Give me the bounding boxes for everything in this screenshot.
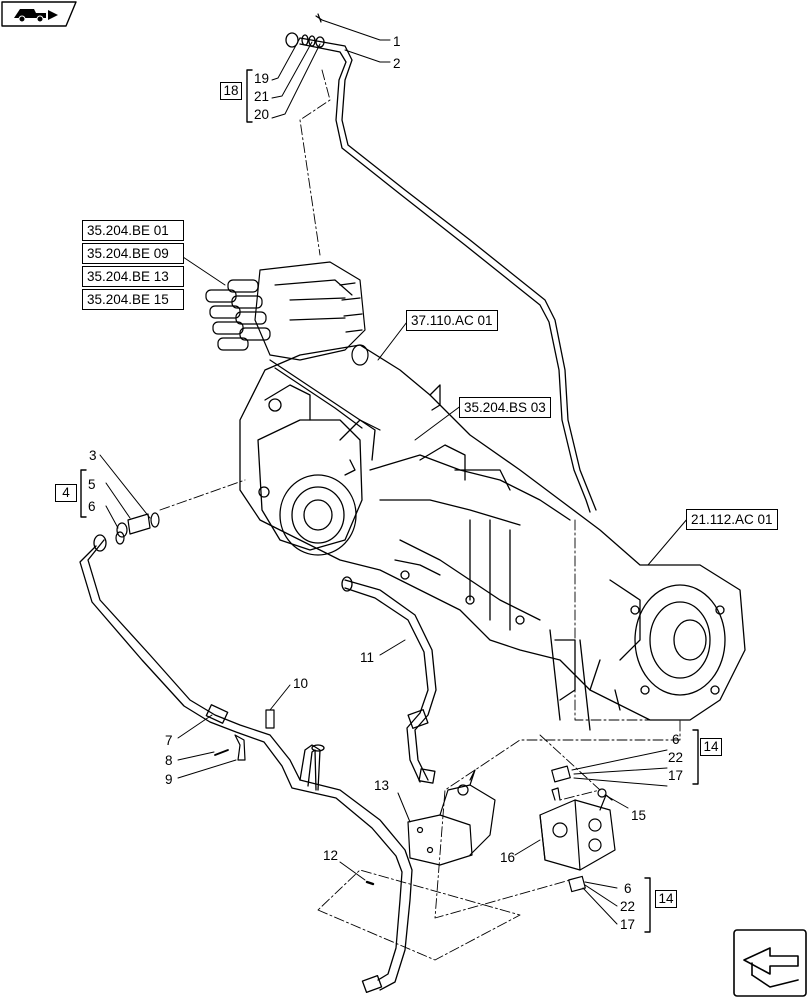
callout-7: 7 [165,733,173,748]
callout-13: 13 [374,778,389,793]
callout-3: 3 [89,448,97,463]
g18-item-20: 20 [254,107,269,122]
group-brackets [80,69,699,933]
ref-35204bs03[interactable]: 35.204.BS 03 [459,397,551,418]
g14a-item-17: 17 [668,768,683,783]
group-label-14-lower[interactable]: 14 [655,890,677,908]
group-label-18[interactable]: 18 [220,82,242,100]
g14b-item-17: 17 [620,917,635,932]
assembly-guide-lines [159,69,681,961]
next-page-arrow-icon [733,929,807,997]
callout-12: 12 [323,848,338,863]
callout-10: 10 [293,676,308,691]
ref-35204be09[interactable]: 35.204.BE 09 [82,243,184,264]
g18-item-21: 21 [254,89,269,104]
hose-11 [341,576,437,784]
callout-1: 1 [393,34,401,49]
callout-numbers: 1 2 3 7 8 9 10 11 12 13 15 16 19 21 20 5… [88,34,683,932]
g14b-item-6: 6 [624,881,632,896]
ref-37110ac01[interactable]: 37.110.AC 01 [406,310,498,331]
ref-35204be15[interactable]: 35.204.BE 15 [82,289,184,310]
g18-item-19: 19 [254,71,269,86]
nut-12 [365,880,375,886]
transmission-housing [239,344,746,731]
lower-pipe-7 [79,534,413,994]
upper-return-pipe [285,13,597,513]
g14a-item-22: 22 [668,750,683,765]
callout-2: 2 [393,56,401,71]
ref-35204be01[interactable]: 35.204.BE 01 [82,220,184,241]
valve-reference-stack: 35.204.BE 01 35.204.BE 09 35.204.BE 13 3… [82,220,184,310]
g4-item-6: 6 [88,499,96,514]
vehicle-book-icon [1,1,77,27]
leader-lines [99,19,689,925]
ref-35204be13[interactable]: 35.204.BE 13 [82,266,184,287]
fitting-group-4 [115,512,160,545]
g4-item-5: 5 [88,477,96,492]
g14b-item-22: 22 [620,899,635,914]
callout-16: 16 [500,850,515,865]
g14a-item-6: 6 [672,732,680,747]
valve-block-16 [539,765,616,893]
clamp-10 [214,709,275,761]
bracket-13 [407,769,496,866]
callout-15: 15 [631,808,646,823]
callout-9: 9 [165,772,173,787]
group-label-14-upper[interactable]: 14 [700,738,722,756]
control-valve-bank [205,261,381,431]
callout-8: 8 [165,753,173,768]
ref-21112ac01[interactable]: 21.112.AC 01 [686,509,778,530]
group-label-4[interactable]: 4 [55,484,77,502]
callout-11: 11 [360,650,374,665]
